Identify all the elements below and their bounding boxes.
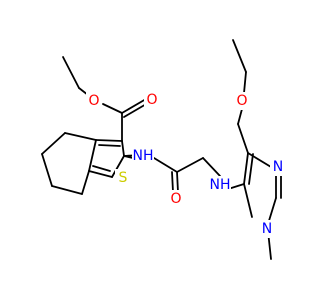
bond-thiophene-1b: [98, 144, 121, 147]
bond-thiophene-4b: [92, 165, 111, 172]
bond-thiophene-3: [88, 139, 97, 172]
bond-nh-to-carbonyl: [153, 157, 178, 173]
bond-pyr-1: [243, 152, 249, 185]
bond-ch2-to-nh: [202, 157, 221, 177]
amide-carbonyl-oxygen-label: O: [170, 191, 181, 207]
bond-ring-to-ch2: [237, 123, 249, 154]
bond-cyclo-3: [41, 153, 53, 187]
bond-ethyl-1: [62, 56, 80, 89]
ester-ether-oxygen-label: O: [88, 93, 99, 109]
bond-pyr-1b: [248, 153, 254, 185]
bond-carbonyl-to-ch2: [176, 157, 204, 173]
bond-thiophene-5: [111, 155, 125, 178]
bond-ch2-to-o: [237, 108, 243, 125]
bond-pyr-4: [267, 197, 277, 225]
bond-lines: [41, 39, 282, 260]
amine-nh-label: NH: [210, 177, 231, 193]
bond-ester-carbon-o-double-a: [121, 98, 147, 114]
structure-diagram: O O NH S O NH O N N: [41, 39, 286, 260]
bond-cyclo-4: [51, 185, 83, 195]
bond-amide-co-b: [171, 171, 174, 193]
pyrimidine-nitrogen-lower-label: N: [262, 221, 272, 237]
ethoxy-oxygen-label: O: [236, 93, 247, 109]
pyrimidine-nitrogen-upper-label: N: [273, 159, 283, 175]
amide-nh-label: NH: [133, 148, 154, 164]
bond-amide-co-a: [176, 171, 179, 193]
thiophene-sulfur-label: S: [119, 170, 128, 186]
bond-ethyl-end: [232, 39, 247, 73]
bond-thiophene-4: [88, 170, 113, 178]
bond-cyclo-5: [81, 170, 90, 195]
bond-cyclo-1: [64, 132, 97, 141]
bond-o-to-ethyl: [243, 71, 247, 94]
bond-thiophene-2: [121, 140, 125, 157]
molecule-canvas: O O NH S O NH O N N: [41, 39, 286, 260]
bond-thiophene-1: [95, 139, 123, 142]
bond-ester-o-carbon: [102, 103, 123, 114]
atom-labels: O O NH S O NH O N N: [86, 91, 286, 238]
ester-carbonyl-oxygen-label: O: [146, 92, 157, 108]
bond-pyr-5: [243, 183, 253, 218]
bond-cyclo-2: [41, 132, 66, 155]
